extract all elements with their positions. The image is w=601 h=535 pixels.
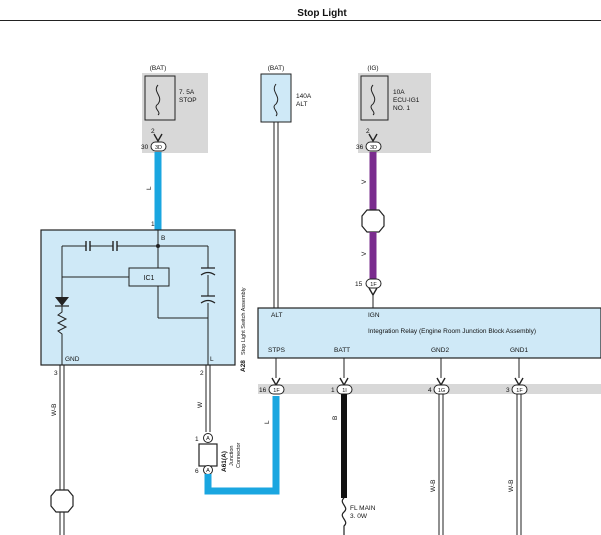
switch-name: Stop Light Switch Assembly (241, 287, 247, 355)
fuse-stop-arrow-icon (153, 133, 163, 143)
connector-terminal-top-label: A (206, 436, 210, 442)
fuse-alt-supply: (BAT) (268, 65, 285, 72)
relay-stps-terminal-label: 1F (273, 388, 280, 394)
relay-ign-label: IGN (368, 312, 380, 319)
stop-light-switch-assembly (40, 229, 236, 366)
relay-stps-pin: 16 (259, 387, 267, 394)
relay-batt-arrow-icon (339, 377, 349, 387)
fuse-stop-pin: 2 (151, 128, 155, 135)
relay-stps-terminal (268, 384, 285, 395)
fuse-stop-terminal-label: 3D (155, 145, 162, 151)
relay-stps-arrow-icon (271, 377, 281, 387)
relay-gnd2-terminal-label: 1G (438, 388, 445, 394)
fuse-ecu-terminal (365, 141, 382, 152)
fuse-alt-name: ALT (296, 101, 307, 108)
connector-terminal-top (203, 433, 213, 443)
relay-gnd1-label: GND1 (510, 347, 528, 354)
connector-code: A61(A) (221, 451, 228, 472)
fl-main-rating: 3. 0W (350, 513, 368, 520)
relay-batt-terminal-label: 1I (342, 388, 347, 394)
fuse-ecu-element-frame (360, 75, 389, 121)
fuse-ecu-rating: 10A (393, 89, 405, 96)
switch-l-label: L (210, 356, 214, 363)
connector-name-line2: Connector (236, 442, 242, 468)
wire-gnd1-label: W-B (508, 479, 515, 492)
relay-gnd1-terminal-label: 1F (516, 388, 523, 394)
sw-cap4-icon (200, 295, 216, 304)
switch-gnd-pin: 3 (54, 370, 58, 377)
sw-cap3-icon (200, 267, 216, 276)
switch-top-pin: 1 (151, 221, 155, 228)
relay-gnd2-label: GND2 (431, 347, 449, 354)
wire-batt-label: B (332, 416, 339, 420)
wire-gnd-out-label: W-B (51, 403, 58, 416)
fuse-alt-icon (273, 83, 279, 117)
relay-alt-label: ALT (271, 312, 282, 319)
fuse-stop-terminal (150, 141, 167, 152)
ic1-label: IC1 (144, 275, 155, 282)
switch-code: A28 (240, 360, 247, 372)
wire-l-out-label: W (197, 401, 204, 408)
relay-batt-label: BATT (334, 347, 350, 354)
fuse-ecu-supply: (IG) (367, 65, 378, 72)
fuse-ecu-terminal-label: 3D (370, 145, 377, 151)
wire-stop-label: L (146, 186, 153, 190)
relay-batt-pin: 1 (331, 387, 335, 394)
fuse-stop-supply: (BAT) (150, 65, 167, 72)
connector-pin6: 6 (195, 468, 199, 475)
fuse-stop-terminal-pin: 30 (141, 144, 149, 151)
fuse-stop-rating: 7. 5A (179, 89, 195, 96)
fl-main-fusible-link-icon (341, 497, 347, 535)
junction-connector-body (198, 443, 218, 467)
switch-l-pin: 2 (200, 370, 204, 377)
fuse-ecu-pin: 2 (366, 128, 370, 135)
fuse-stop-name: STOP (179, 97, 197, 104)
relay-terminal-strip (258, 384, 601, 394)
fuse-stop-icon (155, 84, 161, 116)
fuse-ecu-name: ECU-IG1 (393, 97, 420, 104)
relay-gnd1-arrow-icon (514, 377, 524, 387)
relay-ign-terminal-label: 1F (370, 282, 377, 288)
connector-name-line1: Junction (229, 446, 235, 467)
relay-gnd2-arrow-icon (436, 377, 446, 387)
fuse-alt-rating: 140A (296, 93, 312, 100)
relay-ign-terminal (365, 278, 382, 289)
diagram-title: Stop Light (297, 8, 347, 19)
wire-connector-to-stps (204, 396, 280, 495)
fuse-ecu-terminal-pin: 36 (356, 144, 364, 151)
diode-icon (55, 297, 69, 306)
splice-ign-octagon (361, 209, 385, 233)
fuse-ecu-icon (370, 84, 376, 116)
integration-relay (257, 307, 601, 359)
wire-ign-label-upper: V (361, 179, 368, 184)
wire-ign-label-lower: V (361, 251, 368, 256)
relay-name: Integration Relay (Engine Room Junction … (368, 328, 536, 335)
splice-gnd-octagon (50, 489, 74, 513)
relay-gnd2-pin: 4 (428, 387, 432, 394)
switch-gnd-label: GND (65, 356, 80, 363)
connector-terminal-bottom-label: A (206, 468, 210, 474)
resistor-icon (56, 306, 68, 360)
relay-stps-label: STPS (268, 347, 286, 354)
wire-gnd2-label: W-B (430, 479, 437, 492)
fl-main-label: FL MAIN (350, 505, 376, 512)
relay-gnd1-pin: 3 (506, 387, 510, 394)
connector-pin1: 1 (195, 436, 199, 443)
fuse-alt-box (260, 73, 292, 123)
relay-ign-arrow-icon (368, 287, 378, 297)
relay-gnd1-terminal (511, 384, 528, 395)
relay-gnd2-terminal (433, 384, 450, 395)
fuse-ecu-number: NO. 1 (393, 105, 410, 112)
relay-ign-pin: 15 (355, 281, 363, 288)
wire-stps-label: L (264, 420, 271, 424)
ic1-box (128, 267, 170, 287)
switch-pin-b-label: B (161, 235, 165, 242)
fuse-ecu-arrow-icon (368, 133, 378, 143)
